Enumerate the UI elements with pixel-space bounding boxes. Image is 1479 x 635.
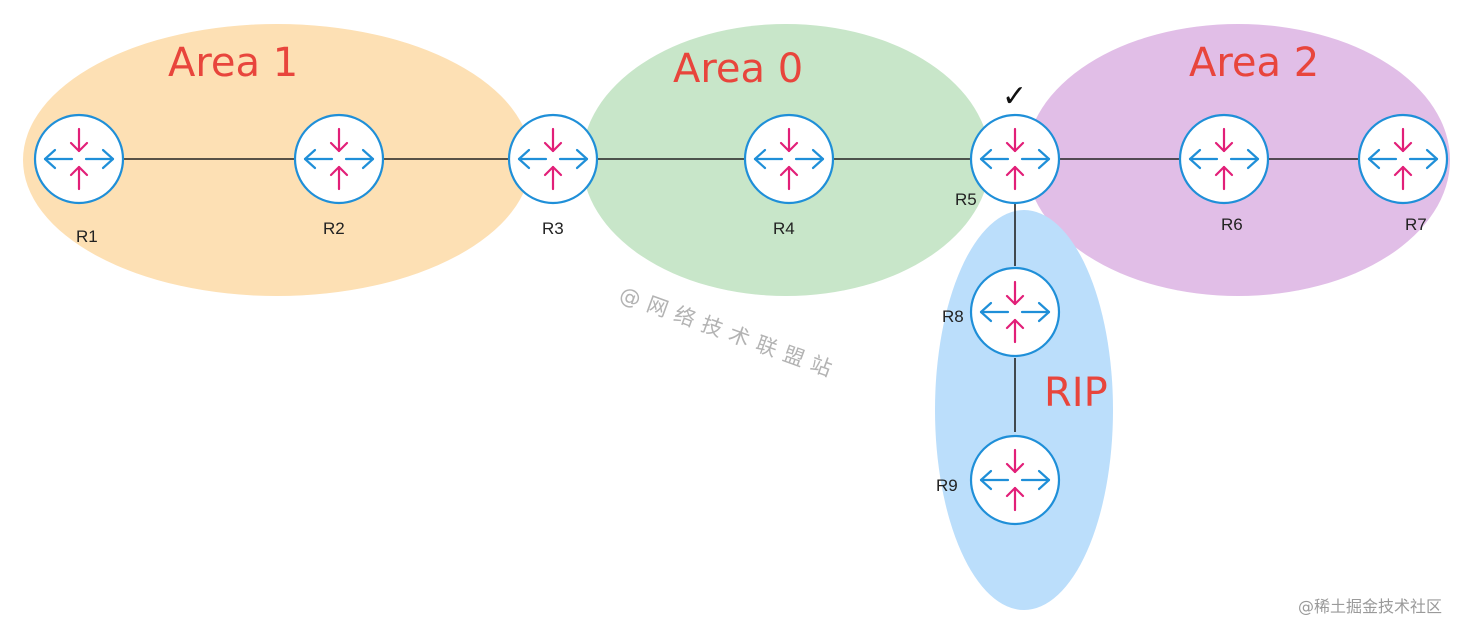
router-r7-label: R7 (1405, 215, 1427, 234)
router-r1-label: R1 (76, 227, 98, 246)
router-r4-label: R4 (773, 219, 795, 238)
router-r5-icon (969, 113, 1061, 205)
router-r7-icon (1357, 113, 1449, 205)
router-r6-label: R6 (1221, 215, 1243, 234)
area-0-label: Area 0 (673, 46, 803, 92)
router-r2-icon (293, 113, 385, 205)
asbr-check-mark: ✓ (1002, 79, 1027, 114)
router-r5-label: R5 (955, 190, 977, 209)
router-r3-label: R3 (542, 219, 564, 238)
area-1-region (23, 24, 531, 296)
router-r6-icon (1178, 113, 1270, 205)
router-r8-label: R8 (942, 307, 964, 326)
area-1-label: Area 1 (168, 40, 298, 86)
router-r9-label: R9 (936, 476, 958, 495)
router-r1-icon (33, 113, 125, 205)
watermark-text: @网络技术联盟站 (616, 282, 842, 384)
footer-credit: @稀土掘金技术社区 (1298, 597, 1442, 616)
router-r9-icon (969, 434, 1061, 526)
router-r3-icon (507, 113, 599, 205)
router-r4-icon (743, 113, 835, 205)
rip-label: RIP (1044, 370, 1108, 416)
router-r8-icon (969, 266, 1061, 358)
router-r2-label: R2 (323, 219, 345, 238)
area-2-label: Area 2 (1189, 40, 1319, 86)
